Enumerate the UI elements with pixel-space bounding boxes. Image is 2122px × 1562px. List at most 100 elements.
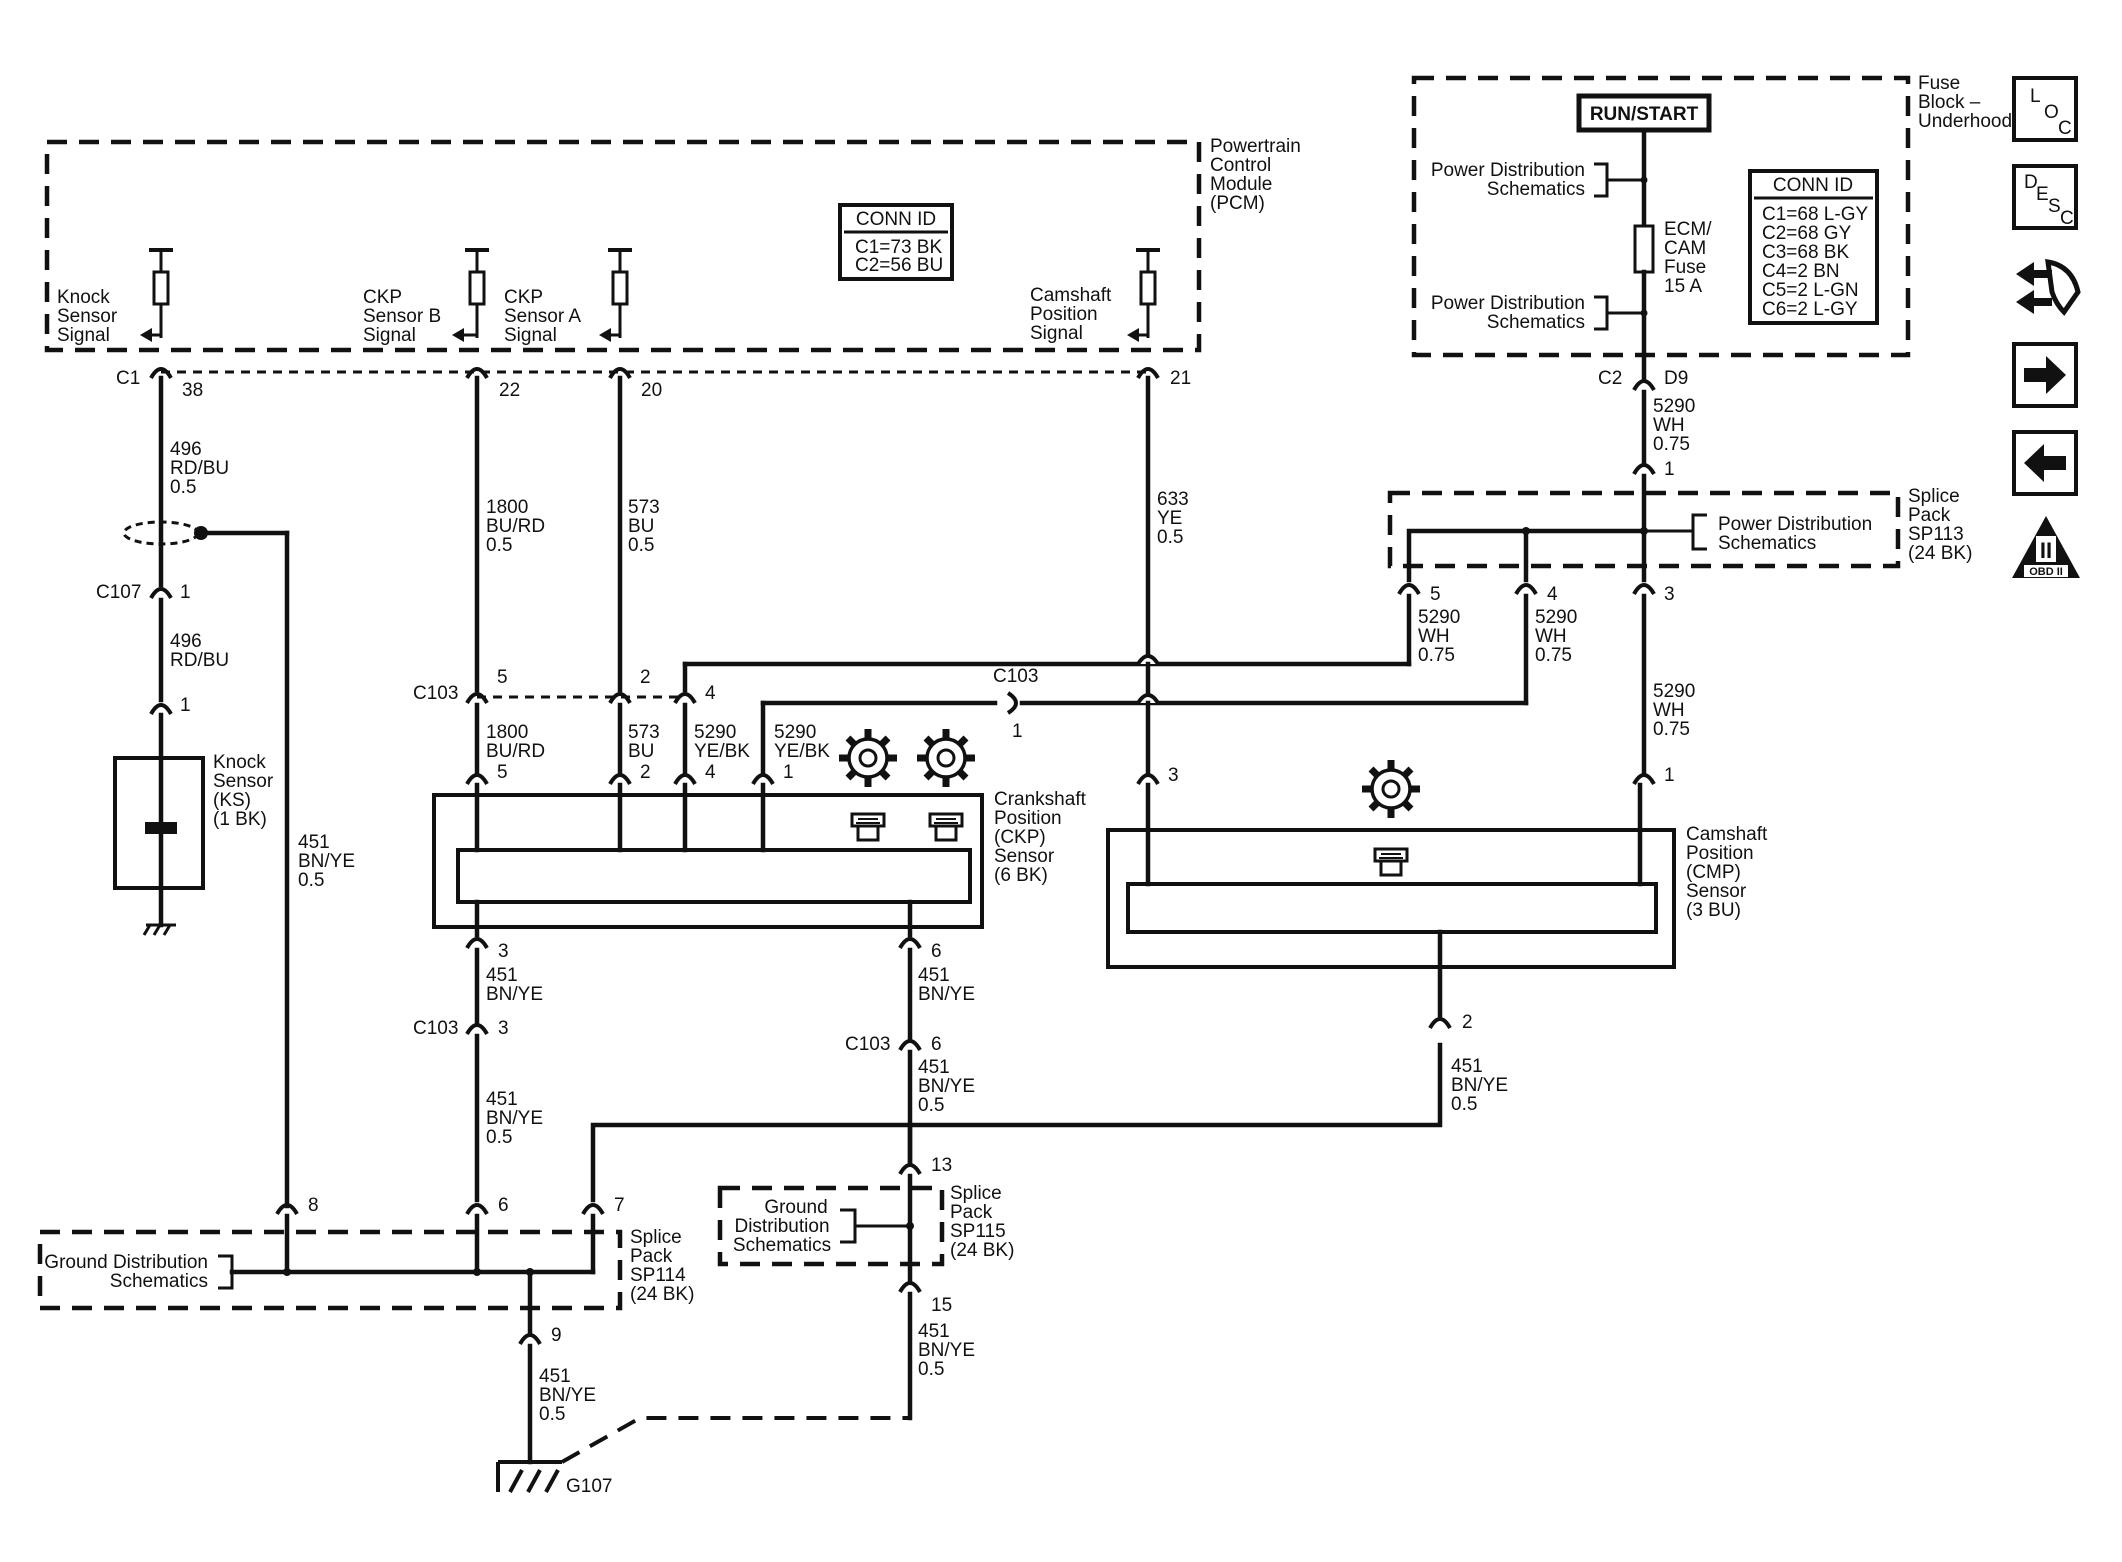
svg-text:1: 1 <box>180 695 191 716</box>
svg-text:D9: D9 <box>1664 368 1688 389</box>
svg-text:20: 20 <box>641 380 662 401</box>
wire-573-label-a: 573 BU 0.5 <box>628 497 665 556</box>
pcm-conn-id-c2: C2=56 BU <box>855 255 943 276</box>
desc-icon[interactable]: D E S C <box>2012 164 2078 230</box>
wire-496-label-b: 496 RD/BU <box>170 631 229 671</box>
ckp-circuits: 1800 BU/RD 0.5 573 BU 0.5 C103 5 2 4 180… <box>413 375 1529 788</box>
fuse-block: Fuse Block – Underhood RUN/START Power D… <box>1411 73 2012 465</box>
ecm-fuse-icon <box>1633 224 1655 274</box>
fuse-conn-id-box <box>1748 169 1879 325</box>
svg-text:4: 4 <box>705 683 716 704</box>
arrow-left-icon <box>2024 444 2066 482</box>
svg-text:6: 6 <box>931 1034 942 1055</box>
svg-text:4: 4 <box>1547 584 1558 605</box>
wire-5290-ye-label-b: 5290 YE/BK <box>774 722 830 762</box>
sp113-name: Splice Pack SP113 (24 BK) <box>1908 486 1972 564</box>
obd-ii-icon[interactable]: II OBD II <box>2010 512 2082 584</box>
svg-text:9: 9 <box>551 1325 562 1346</box>
knock-element-icon <box>145 822 177 834</box>
svg-text:C2: C2 <box>1598 368 1622 389</box>
loc-icon[interactable]: L O C <box>2012 76 2078 142</box>
knock-sensor-circuit: 496 RD/BU 0.5 C107 1 496 RD/BU 1 Knock S… <box>96 375 360 1209</box>
svg-text:6: 6 <box>931 941 942 962</box>
svg-text:21: 21 <box>1170 368 1191 389</box>
fuse-block-name: Fuse Block – Underhood <box>1918 73 2012 132</box>
ckp-sensor: Crankshaft Position (CKP) Sensor (6 BK) <box>432 729 1091 938</box>
wire-573-label-b: 573 BU <box>628 722 665 762</box>
ground-g107-icon <box>496 1460 562 1493</box>
svg-text:3: 3 <box>498 1018 509 1039</box>
svg-text:3: 3 <box>498 941 509 962</box>
svg-text:C1: C1 <box>116 368 140 389</box>
g107-label: G107 <box>566 1476 612 1497</box>
next-page-icon[interactable] <box>2012 342 2078 408</box>
run-start-label: RUN/START <box>1590 104 1699 125</box>
chassis-ground-icon <box>142 923 176 936</box>
gear-icon <box>1362 760 1420 818</box>
gear-icon <box>839 729 897 787</box>
c103-label-a: C103 <box>413 683 458 704</box>
fuse-conn-id-list: C1=68 L-GY C2=68 GY C3=68 BK C4=2 BN C5=… <box>1762 204 1873 320</box>
wire-451-ks-label: 451 BN/YE 0.5 <box>298 832 360 891</box>
svg-text:3: 3 <box>1664 584 1675 605</box>
svg-text:5: 5 <box>497 667 508 688</box>
run-start-box <box>1576 93 1712 133</box>
svg-text:22: 22 <box>499 380 520 401</box>
svg-text:7: 7 <box>614 1195 625 1216</box>
gear-icon <box>917 729 975 787</box>
svg-text:4: 4 <box>705 762 716 783</box>
svg-text:CONN ID: CONN ID <box>1773 175 1853 196</box>
wire-451-cmp-label: 451 BN/YE 0.5 <box>1451 1056 1513 1115</box>
wire-633-label: 633 YE 0.5 <box>1157 489 1194 548</box>
svg-text:6: 6 <box>498 1195 509 1216</box>
c107-label: C107 <box>96 582 141 603</box>
pcm-c1-connector: C1 38 22 20 21 <box>116 366 1191 401</box>
wire-5290-ye-label-a: 5290 YE/BK <box>694 722 750 762</box>
pcm-conn-id-c1: C1=73 BK <box>855 237 942 258</box>
svg-text:1: 1 <box>1664 459 1675 480</box>
svg-text:3: 3 <box>1168 765 1179 786</box>
previous-page-icon[interactable] <box>2012 430 2078 496</box>
svg-text:38: 38 <box>182 380 203 401</box>
ckp-b-signal-label: CKP Sensor B Signal <box>363 287 446 346</box>
pcm-conn-id-title: CONN ID <box>856 209 936 230</box>
cmp-sensor-name: Camshaft Position (CMP) Sensor (3 BU) <box>1686 824 1773 921</box>
sp115-name: Splice Pack SP115 (24 BK) <box>950 1183 1014 1261</box>
ckp-a-signal-label: CKP Sensor A Signal <box>504 287 585 346</box>
connector-view-icon[interactable] <box>2012 252 2082 322</box>
svg-text:5: 5 <box>497 762 508 783</box>
wire-1800-label-a: 1800 BU/RD 0.5 <box>486 497 550 556</box>
sp114-name: Splice Pack SP114 (24 BK) <box>630 1227 694 1305</box>
svg-text:2: 2 <box>640 762 651 783</box>
wire-496-label-a: 496 RD/BU 0.5 <box>170 439 234 498</box>
svg-text:1: 1 <box>1012 721 1023 742</box>
svg-text:2: 2 <box>640 667 651 688</box>
svg-text:5: 5 <box>1430 584 1441 605</box>
svg-text:C103: C103 <box>413 1018 458 1039</box>
obd-label: OBD II <box>2029 566 2063 578</box>
ckp-sensor-name: Crankshaft Position (CKP) Sensor (6 BK) <box>994 789 1091 886</box>
signal-arrows <box>140 328 1148 342</box>
knock-signal-label: Knock Sensor Signal <box>57 287 122 346</box>
cam-circuit: 633 YE 0.5 3 <box>1136 375 1194 788</box>
svg-text:1: 1 <box>180 582 191 603</box>
wire-1800-label-b: 1800 BU/RD <box>486 722 545 762</box>
svg-text:8: 8 <box>308 1195 319 1216</box>
